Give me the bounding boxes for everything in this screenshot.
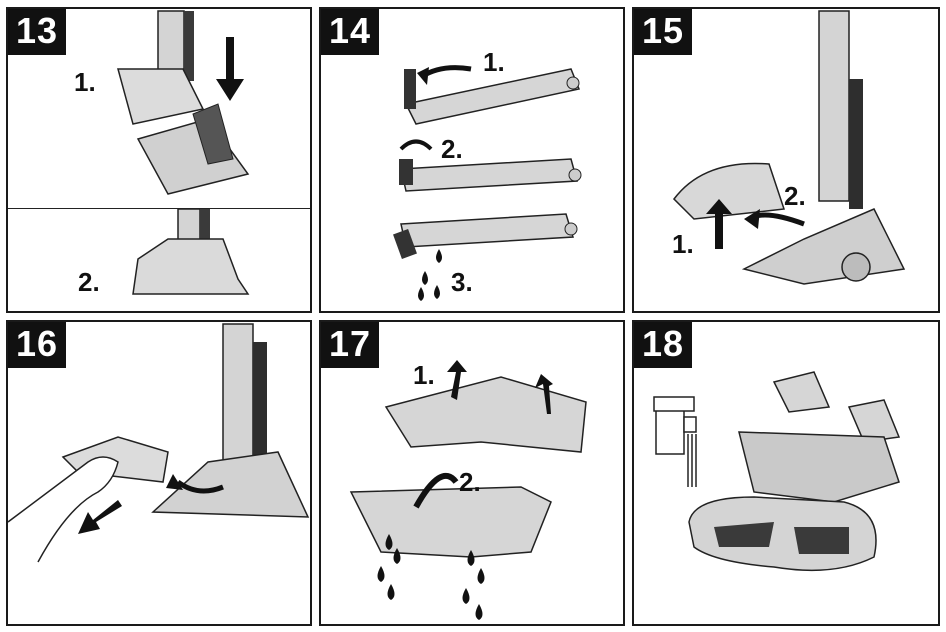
step-number-badge: 15 xyxy=(634,9,693,55)
illustration-open-tank xyxy=(393,65,582,301)
panel-17: 17 1. 2. xyxy=(319,320,625,626)
illustration-remove-cover xyxy=(673,10,906,285)
panel-18: 18 xyxy=(632,320,940,626)
step-label: 1. xyxy=(413,360,435,390)
step-number-badge: 13 xyxy=(8,9,67,55)
step-number-badge: 17 xyxy=(321,322,380,368)
step-label: 2. xyxy=(78,267,100,297)
step-number-badge: 18 xyxy=(634,322,693,368)
illustration-empty-tray xyxy=(349,360,587,620)
step-label: 2. xyxy=(441,134,463,164)
step-label: 2. xyxy=(784,181,806,211)
step-label: 3. xyxy=(451,267,473,297)
step-label: 1. xyxy=(483,47,505,77)
panel-16: 16 xyxy=(6,320,312,626)
step-label: 2. xyxy=(459,467,481,497)
panel-14: 14 1. 2. 3. xyxy=(319,7,625,313)
step-number-badge: 14 xyxy=(321,9,380,55)
step-label: 1. xyxy=(672,229,694,259)
illustration-attach-nozzle xyxy=(117,10,250,295)
panel-15: 15 1. 2. xyxy=(632,7,940,313)
panel-divider xyxy=(8,208,310,209)
step-number-badge: 16 xyxy=(8,322,67,368)
illustration-rinse-parts xyxy=(653,371,901,572)
step-label: 1. xyxy=(74,67,96,97)
illustration-pull-out-tray xyxy=(8,323,310,563)
panel-13: 13 1. 2. xyxy=(6,7,312,313)
